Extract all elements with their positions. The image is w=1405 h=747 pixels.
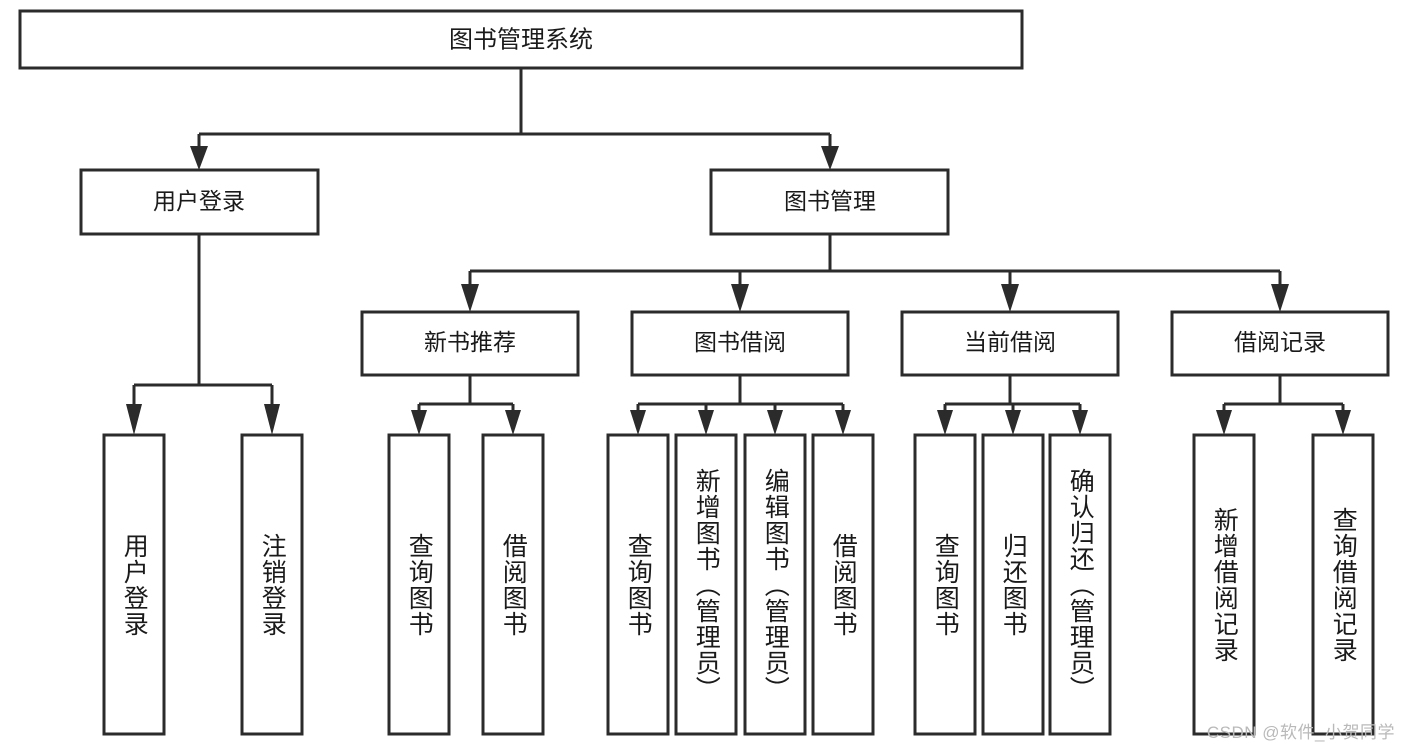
leaf-box-nbr-borrow-book[interactable] [481, 433, 545, 736]
arrowhead-bb-leaf-3 [767, 410, 783, 435]
node-book-manage-label: 图书管理 [784, 188, 876, 214]
arrowhead-nbr-leaf-2 [505, 410, 521, 435]
leaf-box-br-add-record[interactable] [1192, 433, 1256, 736]
leaf-box-bb-borrow-book[interactable] [811, 433, 875, 736]
leaf-box-bb-edit-book[interactable] [743, 433, 807, 736]
node-user-login[interactable]: 用户登录 [79, 168, 320, 236]
node-root-box[interactable] [18, 9, 1024, 70]
leaf-box-cb-confirm-return[interactable] [1048, 433, 1112, 736]
node-current-borrow[interactable]: 当前借阅 [900, 310, 1120, 377]
node-borrow-record[interactable]: 借阅记录 [1170, 310, 1390, 377]
arrowhead-user-login [190, 146, 208, 170]
node-current-borrow-label: 当前借阅 [964, 329, 1056, 355]
arrowhead-borrow-record [1271, 284, 1289, 312]
node-root[interactable]: 图书管理系统 [18, 9, 1024, 70]
node-borrow-record-box[interactable] [1170, 310, 1390, 377]
leaf-box-user-login[interactable] [102, 433, 166, 736]
leaf-box-bb-query-book[interactable] [606, 433, 670, 736]
leaf-box-logout[interactable] [240, 433, 304, 736]
arrowhead-cb-leaf-1 [937, 410, 953, 435]
arrowhead-book-borrow [731, 284, 749, 312]
leaf-box-bb-add-book[interactable] [674, 433, 738, 736]
node-borrow-record-label: 借阅记录 [1234, 329, 1326, 355]
arrowhead-nbr-leaf-1 [411, 410, 427, 435]
arrowhead-current-borrow [1001, 284, 1019, 312]
node-root-label: 图书管理系统 [449, 26, 593, 53]
node-current-borrow-box[interactable] [900, 310, 1120, 377]
arrowhead-leaf-logout [264, 404, 280, 435]
leaf-box-nbr-query-book[interactable] [387, 433, 451, 736]
node-new-book-recommend-label: 新书推荐 [424, 329, 516, 355]
arrowhead-br-leaf-1 [1216, 410, 1232, 435]
leaf-box-br-query-record[interactable] [1311, 433, 1375, 736]
node-book-manage-box[interactable] [709, 168, 950, 236]
node-book-borrow-label: 图书借阅 [694, 329, 786, 355]
arrowhead-leaf-user-login [126, 404, 142, 435]
node-book-borrow[interactable]: 图书借阅 [630, 310, 850, 377]
node-book-borrow-box[interactable] [630, 310, 850, 377]
arrowhead-bb-leaf-1 [630, 410, 646, 435]
leaf-box-cb-query-book[interactable] [913, 433, 977, 736]
arrowhead-cb-leaf-3 [1072, 410, 1088, 435]
node-new-book-recommend-box[interactable] [360, 310, 580, 377]
arrowhead-book-manage [821, 146, 839, 170]
node-new-book-recommend[interactable]: 新书推荐 [360, 310, 580, 377]
arrowhead-br-leaf-2 [1335, 410, 1351, 435]
node-book-manage[interactable]: 图书管理 [709, 168, 950, 236]
leaf-box-cb-return-book[interactable] [981, 433, 1045, 736]
arrowhead-new-book-recommend [461, 284, 479, 312]
arrowhead-bb-leaf-2 [698, 410, 714, 435]
watermark-text: CSDN @软件_小贺同学 [1206, 723, 1395, 742]
arrowhead-cb-leaf-2 [1005, 410, 1021, 435]
arrowhead-bb-leaf-4 [835, 410, 851, 435]
node-user-login-label: 用户登录 [153, 188, 245, 214]
